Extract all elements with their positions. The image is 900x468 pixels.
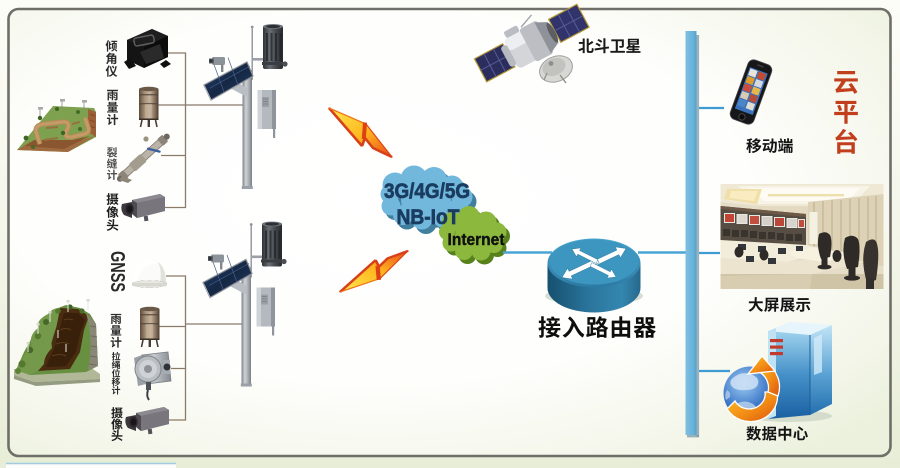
svg-text:NB-IoT: NB-IoT bbox=[397, 206, 460, 229]
svg-text:3G/4G/5G: 3G/4G/5G bbox=[384, 180, 470, 203]
svg-text:Internet: Internet bbox=[448, 230, 505, 249]
svg-text:GNSS: GNSS bbox=[106, 251, 129, 292]
